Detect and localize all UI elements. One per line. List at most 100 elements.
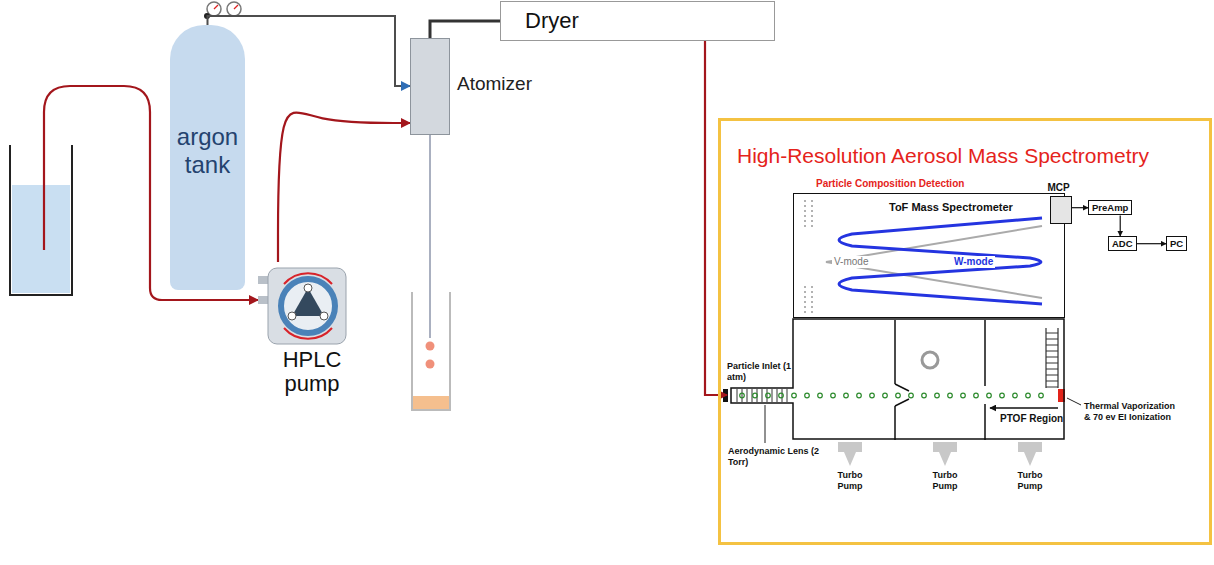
detector-box: MCP	[1050, 196, 1072, 224]
particle-beam	[961, 393, 966, 398]
particle-beam	[987, 393, 992, 398]
ion-mirror	[811, 286, 813, 314]
particle-beam	[1039, 393, 1044, 398]
particle-beam	[857, 393, 862, 398]
pump-label: Turbo Pump	[921, 470, 969, 492]
particle-beam	[792, 393, 797, 398]
electronics-box: PC	[1166, 236, 1187, 251]
atomizer-label: Atomizer	[457, 73, 532, 95]
particle-beam	[844, 393, 849, 398]
electronics-label: ADC	[1112, 238, 1133, 249]
chamber-internals	[1046, 328, 1058, 388]
electronics-box: PreAmp	[1088, 200, 1132, 215]
beaker	[10, 145, 72, 295]
chamber-internals	[922, 352, 938, 368]
particle-beam	[766, 393, 771, 398]
electronics-label: PC	[1170, 238, 1183, 249]
tof-label: ToF Mass Spectrometer	[889, 201, 1013, 214]
panel-title: High-Resolution Aerosol Mass Spectrometr…	[737, 144, 1149, 168]
turbo-pump-symbol	[933, 442, 957, 466]
label-anchor: Aerodynamic Lens (2 Torr)	[728, 446, 820, 468]
chamber-internals	[990, 407, 1058, 408]
peristaltic-pump	[284, 273, 332, 284]
beaker	[10, 145, 72, 295]
particle-beam	[818, 393, 823, 398]
chamber-internals	[1046, 328, 1058, 388]
particle-beam	[831, 393, 836, 398]
leader-line	[765, 405, 766, 443]
electronics-label: PreAmp	[1092, 202, 1128, 213]
ion-mirror	[804, 286, 806, 314]
peristaltic-pump	[268, 268, 346, 344]
vacuum-chamber: PTOF Region	[727, 318, 1065, 440]
label-anchor: Turbo Pump	[1006, 470, 1054, 492]
dryer-label: Dryer	[525, 8, 579, 33]
particle-beam	[805, 393, 810, 398]
atomizer-box: Atomizer	[410, 38, 450, 135]
turbo-pump-symbol	[838, 442, 862, 466]
particle-beam	[922, 393, 927, 398]
beaker	[12, 185, 70, 293]
sample-line	[705, 41, 727, 395]
label-anchor: Particle Inlet (1 atm)	[727, 361, 793, 383]
v-mode-path	[826, 226, 1042, 298]
peristaltic-pump	[281, 279, 335, 333]
part-label: Thermal Vaporization & 70 ev EI Ionizati…	[1084, 401, 1184, 423]
label-anchor: W-mode	[952, 256, 995, 268]
label-anchor: Turbo Pump	[921, 470, 969, 492]
drain-vessel	[412, 292, 450, 410]
particle-beam	[753, 393, 758, 398]
peristaltic-pump	[320, 312, 328, 320]
label-anchor: Thermal Vaporization & 70 ev EI Ionizati…	[1084, 401, 1184, 423]
particle-beam	[935, 393, 940, 398]
peristaltic-pump	[288, 312, 296, 320]
label-anchor: V-mode	[832, 256, 870, 268]
particle-beam	[974, 393, 979, 398]
particle-beam	[896, 393, 901, 398]
label-anchor: Turbo Pump	[826, 470, 874, 492]
signal-line	[1137, 243, 1166, 244]
leader-line	[765, 398, 1081, 443]
chamber-outline	[731, 319, 1064, 439]
part-label: Aerodynamic Lens (2 Torr)	[728, 446, 820, 468]
chamber-internals	[895, 320, 985, 440]
peristaltic-pump	[284, 328, 332, 339]
pressure-gauge	[234, 5, 238, 9]
pump-label: Turbo Pump	[1006, 470, 1054, 492]
mode-label: W-mode	[952, 256, 995, 268]
particle-beam	[948, 393, 953, 398]
drain-vessel	[426, 360, 435, 369]
chamber-internals	[735, 389, 791, 402]
pump-label: Turbo Pump	[826, 470, 874, 492]
section-heading: Particle Composition Detection	[816, 178, 964, 190]
turbo-pump-symbol	[838, 442, 1042, 466]
pump-node: HPLC pump	[262, 262, 362, 398]
particle-beam	[870, 393, 875, 398]
ion-mirror	[811, 200, 813, 228]
mode-label: V-mode	[832, 256, 870, 268]
signal-line	[1120, 215, 1121, 236]
drain-vessel	[426, 342, 435, 351]
particle-beam	[740, 393, 1044, 398]
particle-beam	[740, 393, 745, 398]
peristaltic-pump	[258, 268, 346, 344]
pressure-gauge	[227, 2, 241, 16]
pump-label: HPLC pump	[262, 348, 362, 396]
dryer-box: Dryer	[500, 1, 775, 41]
chamber-internals	[723, 320, 1065, 440]
turbo-pump-symbol	[1018, 442, 1042, 466]
ion-mirror	[804, 200, 806, 228]
drain-vessel	[429, 135, 431, 338]
liquid-line	[278, 112, 410, 262]
particle-beam	[909, 393, 914, 398]
particle-beam	[1013, 393, 1018, 398]
drain-vessel	[412, 135, 450, 410]
gas-cylinder: argon tank	[170, 25, 245, 290]
ion-mirror	[805, 200, 812, 314]
aerosol-line	[430, 21, 500, 38]
particle-beam	[883, 393, 888, 398]
region-label: PTOF Region	[1000, 413, 1063, 425]
leader-line	[1067, 398, 1081, 405]
particle-beam	[1000, 393, 1005, 398]
part-label: Particle Inlet (1 atm)	[727, 361, 793, 383]
